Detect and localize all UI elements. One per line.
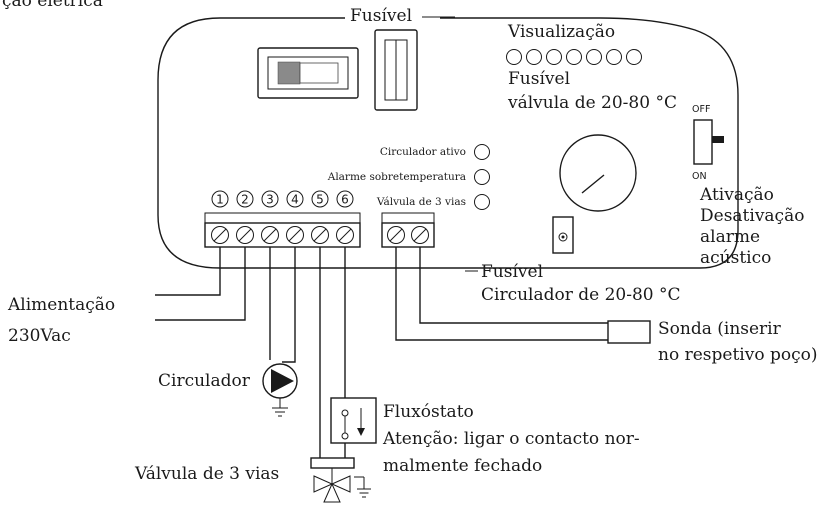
three-way-valve-symbol	[310, 457, 355, 503]
alarm-line: Desativação	[700, 206, 804, 226]
fuse-holder	[374, 29, 418, 111]
thermostat-dial[interactable]	[559, 134, 637, 212]
display-led	[566, 49, 582, 65]
reset-button[interactable]	[552, 216, 574, 254]
flow-switch-symbol	[330, 397, 377, 444]
flow-label: malmente fechado	[383, 456, 542, 476]
terminal-number: 3	[266, 193, 274, 207]
alarm-line: acústico	[700, 248, 771, 268]
probe-label: no respetivo poço)	[658, 345, 817, 365]
terminal-number: 2	[241, 193, 249, 207]
terminal-block-main	[204, 212, 361, 248]
display-window	[257, 47, 359, 99]
ground-icon-valve	[354, 476, 371, 498]
display-led	[526, 49, 542, 65]
display-led	[546, 49, 562, 65]
pump-symbol	[262, 363, 298, 399]
power-label: Alimentação	[7, 295, 115, 315]
valve-label: Válvula de 3 vias	[134, 464, 279, 484]
indicator-circulator-label: Circulador ativo	[380, 146, 466, 158]
probe-wire-1	[395, 247, 608, 341]
alarm-line: alarme	[700, 227, 760, 247]
probe-sensor	[607, 320, 651, 344]
terminal-numbers: 1 2 3 4 5 6	[211, 190, 354, 208]
indicator-valve-label: Válvula de 3 vias	[376, 196, 466, 208]
flow-label: Atenção: ligar o contacto nor-	[382, 429, 640, 449]
fuse-valve-label: Fusível	[508, 69, 570, 89]
display-label: Visualização	[507, 22, 615, 42]
bottom-fuse-label: Fusível	[481, 262, 543, 282]
toggle-switch[interactable]	[693, 119, 724, 165]
terminal-block-probe	[381, 212, 435, 248]
top-fuse-label: Fusível	[350, 6, 412, 26]
display-led	[626, 49, 642, 65]
probe-label: Sonda (inserir	[658, 319, 782, 339]
valve-range-label: válvula de 20-80 °C	[507, 93, 677, 113]
indicator-valve-led	[474, 194, 490, 210]
terminal-number: 1	[216, 193, 224, 207]
circulator-label: Circulador	[158, 371, 251, 391]
terminal-number: 5	[316, 193, 324, 207]
switch-off-label: OFF	[692, 104, 710, 115]
indicator-circulator-led	[474, 144, 490, 160]
display-led-row	[506, 49, 642, 65]
flow-label: Fluxóstato	[383, 402, 474, 422]
alarm-line: Ativação	[699, 185, 774, 205]
display-led	[606, 49, 622, 65]
display-led	[586, 49, 602, 65]
display-led	[506, 49, 522, 65]
fragment-text: ção elétrica	[2, 0, 103, 11]
power-wire-2	[155, 247, 246, 321]
control-box-outline	[157, 17, 739, 269]
indicator-overtemp-label: Alarme sobretemperatura	[327, 171, 466, 183]
circulator-range-label: Circulador de 20-80 °C	[481, 285, 681, 305]
circulator-wire-4	[282, 247, 296, 363]
ground-icon-pump	[272, 398, 288, 417]
indicator-overtemp-led	[474, 169, 490, 185]
power-label: 230Vac	[8, 326, 71, 346]
switch-on-label: ON	[692, 171, 707, 182]
probe-wire-2	[419, 247, 608, 324]
terminal-number: 4	[291, 193, 299, 207]
power-wire-1	[155, 247, 221, 296]
terminal-number: 6	[341, 193, 349, 207]
